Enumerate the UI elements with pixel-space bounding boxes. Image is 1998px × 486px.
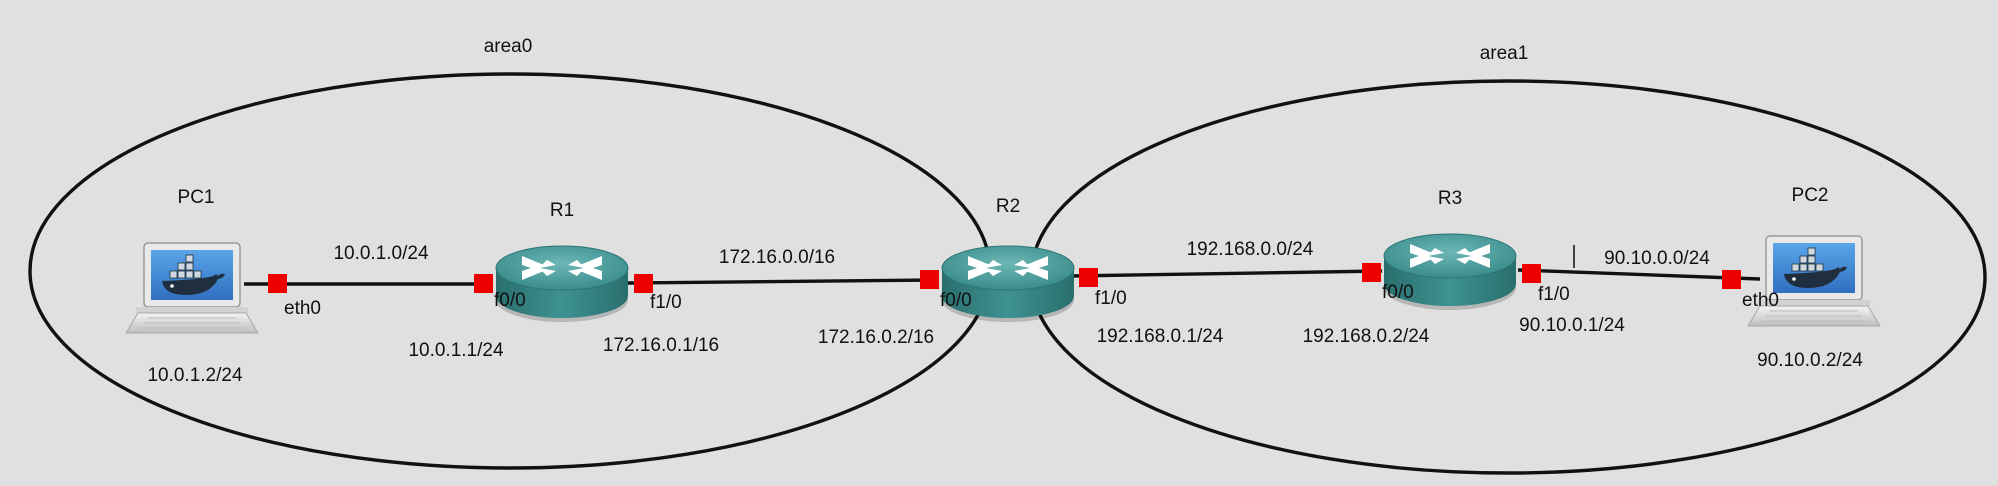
- port-indicator-pc1-eth0[interactable]: [268, 274, 287, 293]
- port-indicator-pc2-eth0[interactable]: [1722, 270, 1741, 289]
- r2-node[interactable]: R2 f0/0 f1/0 172.16.0.2/16 192.168.0.1/2…: [818, 196, 1224, 348]
- r3-ip-f10: 90.10.0.1/24: [1519, 315, 1625, 336]
- pc1-ip: 10.0.1.2/24: [147, 365, 243, 386]
- pc2-name: PC2: [1792, 185, 1829, 206]
- r2-port-f00: f0/0: [940, 290, 972, 311]
- r1-ip-f00: 10.0.1.1/24: [408, 340, 504, 361]
- pc2-ip: 90.10.0.2/24: [1757, 350, 1863, 371]
- pc1-name: PC1: [178, 187, 215, 208]
- r3-port-f00: f0/0: [1382, 282, 1414, 303]
- r1-name: R1: [550, 200, 574, 221]
- pc2-port-label: eth0: [1742, 290, 1779, 311]
- r1-port-f10: f1/0: [650, 292, 682, 313]
- pc1-node[interactable]: PC1 10.0.1.2/24 eth0: [125, 187, 321, 386]
- r2-name: R2: [996, 196, 1020, 217]
- link-r2-r3-subnet: 192.168.0.0/24: [1187, 239, 1314, 260]
- pc1-port-label: eth0: [284, 298, 321, 319]
- area0-label: area0: [484, 36, 533, 57]
- pc2-node[interactable]: PC2 90.10.0.2/24 eth0: [1742, 185, 1881, 371]
- r2-ip-f10: 192.168.0.1/24: [1097, 326, 1224, 347]
- port-indicator-r2-f00[interactable]: [920, 270, 939, 289]
- port-indicator-r3-f10[interactable]: [1522, 264, 1541, 283]
- link-r1-r2-subnet: 172.16.0.0/16: [719, 247, 835, 268]
- link-r1-r2[interactable]: [627, 278, 939, 285]
- r1-ip-f10: 172.16.0.1/16: [603, 335, 719, 356]
- docker-pc-icon[interactable]: [125, 242, 259, 334]
- link-pc1-r1-subnet: 10.0.1.0/24: [333, 243, 429, 264]
- r3-port-f10: f1/0: [1538, 284, 1570, 305]
- link-r2-r3[interactable]: [1069, 269, 1383, 278]
- area1-label: area1: [1480, 43, 1529, 64]
- r3-node[interactable]: R3 f0/0 f1/0 192.168.0.2/24 90.10.0.1/24: [1303, 188, 1626, 347]
- r3-name: R3: [1438, 188, 1462, 209]
- r2-port-f10: f1/0: [1095, 288, 1127, 309]
- r2-ip-f00: 172.16.0.2/16: [818, 327, 934, 348]
- r1-node[interactable]: R1 f0/0 f1/0 10.0.1.1/24 172.16.0.1/16: [408, 200, 719, 361]
- link-r3-pc2[interactable]: [1517, 268, 1761, 281]
- port-indicator-r3-f00[interactable]: [1362, 263, 1381, 282]
- r3-ip-f00: 192.168.0.2/24: [1303, 326, 1430, 347]
- link-r3-pc2-subnet: 90.10.0.0/24: [1604, 248, 1710, 269]
- port-indicator-r1-f10[interactable]: [634, 274, 653, 293]
- port-indicator-r1-f00[interactable]: [474, 274, 493, 293]
- port-indicator-r2-f10[interactable]: [1079, 268, 1098, 287]
- r1-port-f00: f0/0: [494, 290, 526, 311]
- docker-pc-icon[interactable]: [1747, 235, 1881, 327]
